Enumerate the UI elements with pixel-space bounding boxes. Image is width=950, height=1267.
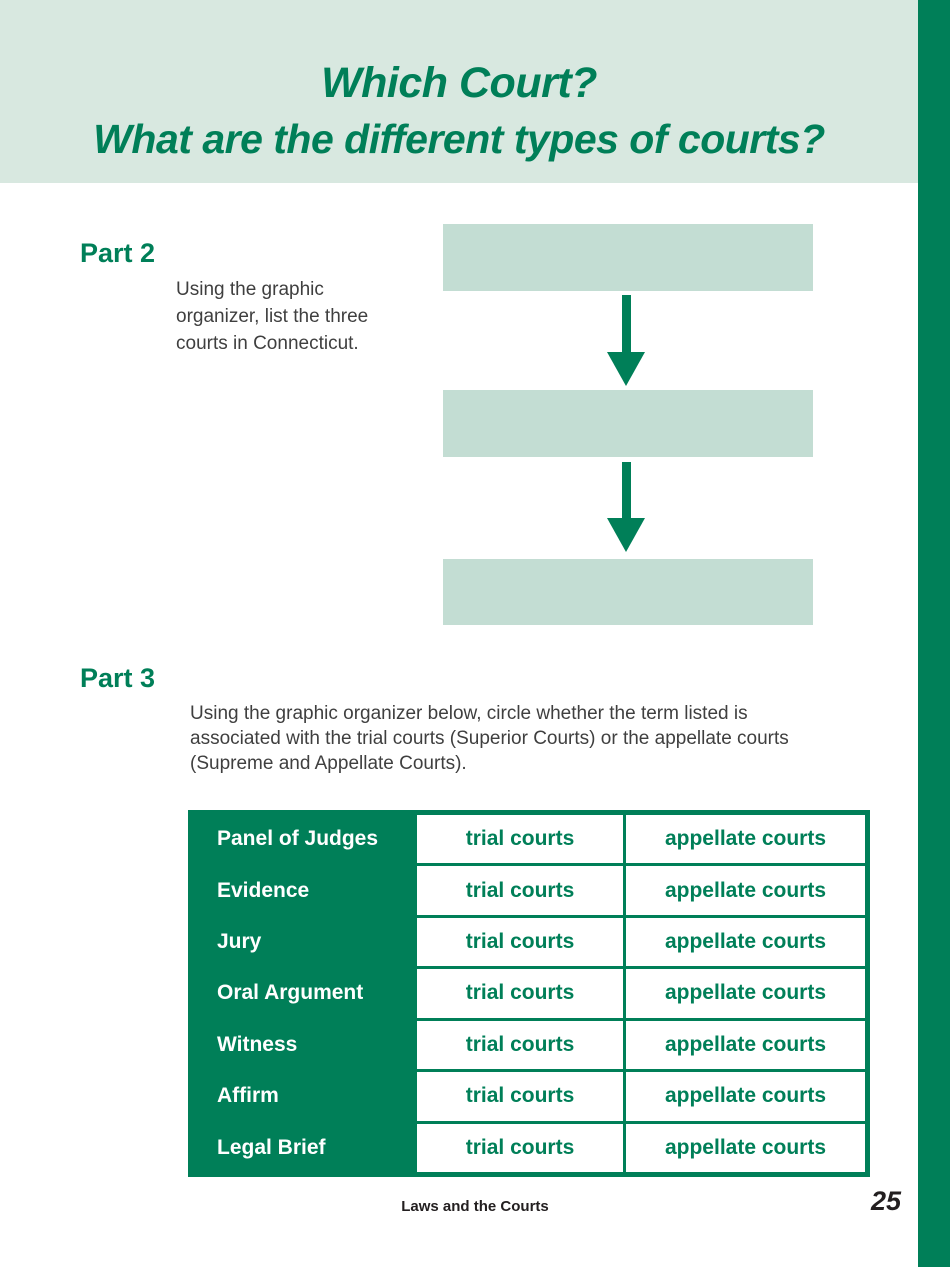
appellate-courts-choice[interactable]: appellate courts xyxy=(626,969,865,1018)
table-row: Evidence trial courts appellate courts xyxy=(193,863,865,915)
table-row: Legal Brief trial courts appellate court… xyxy=(193,1120,865,1172)
page-edge-stripe xyxy=(918,0,950,1267)
appellate-courts-choice[interactable]: appellate courts xyxy=(626,1020,865,1070)
appellate-courts-choice[interactable]: appellate courts xyxy=(626,1123,865,1172)
trial-courts-choice[interactable]: trial courts xyxy=(417,917,626,967)
appellate-courts-choice[interactable]: appellate courts xyxy=(626,815,865,864)
term-label: Legal Brief xyxy=(193,1123,417,1172)
organizer-box-3[interactable] xyxy=(443,559,813,625)
appellate-courts-choice[interactable]: appellate courts xyxy=(626,917,865,967)
part2-instructions: Using the graphic organizer, list the th… xyxy=(176,279,369,354)
trial-courts-choice[interactable]: trial courts xyxy=(417,1072,626,1121)
term-label: Panel of Judges xyxy=(193,815,417,864)
table-row: Witness trial courts appellate courts xyxy=(193,1017,865,1070)
appellate-courts-choice[interactable]: appellate courts xyxy=(626,1072,865,1121)
trial-courts-choice[interactable]: trial courts xyxy=(417,815,626,864)
table-row: Affirm trial courts appellate courts xyxy=(193,1069,865,1121)
down-arrow-icon xyxy=(607,352,645,386)
table-row: Jury trial courts appellate courts xyxy=(193,914,865,967)
appellate-courts-choice[interactable]: appellate courts xyxy=(626,866,865,915)
page-title: Which Court? xyxy=(321,59,597,107)
part2-heading: Part 2 xyxy=(80,238,156,268)
court-terms-table: Panel of Judges trial courts appellate c… xyxy=(188,810,870,1177)
page-header: Which Court? What are the different type… xyxy=(0,0,918,183)
page-subtitle: What are the different types of courts? xyxy=(93,116,825,162)
part3-heading: Part 3 xyxy=(80,663,156,693)
trial-courts-choice[interactable]: trial courts xyxy=(417,866,626,915)
term-label: Jury xyxy=(193,917,417,967)
footer-book-title: Laws and the Courts xyxy=(401,1198,549,1215)
trial-courts-choice[interactable]: trial courts xyxy=(417,1123,626,1172)
trial-courts-choice[interactable]: trial courts xyxy=(417,1020,626,1070)
part3-instructions: Using the graphic organizer below, circl… xyxy=(190,703,789,774)
table-row: Panel of Judges trial courts appellate c… xyxy=(193,815,865,864)
term-label: Witness xyxy=(193,1020,417,1070)
organizer-box-2[interactable] xyxy=(443,390,813,457)
table-row: Oral Argument trial courts appellate cou… xyxy=(193,966,865,1018)
down-arrow-icon xyxy=(607,518,645,552)
term-label: Oral Argument xyxy=(193,969,417,1018)
term-label: Evidence xyxy=(193,866,417,915)
page-number: 25 xyxy=(870,1186,901,1216)
term-label: Affirm xyxy=(193,1072,417,1121)
down-arrow-icon xyxy=(622,295,631,353)
organizer-box-1[interactable] xyxy=(443,224,813,291)
trial-courts-choice[interactable]: trial courts xyxy=(417,969,626,1018)
down-arrow-icon xyxy=(622,462,631,519)
